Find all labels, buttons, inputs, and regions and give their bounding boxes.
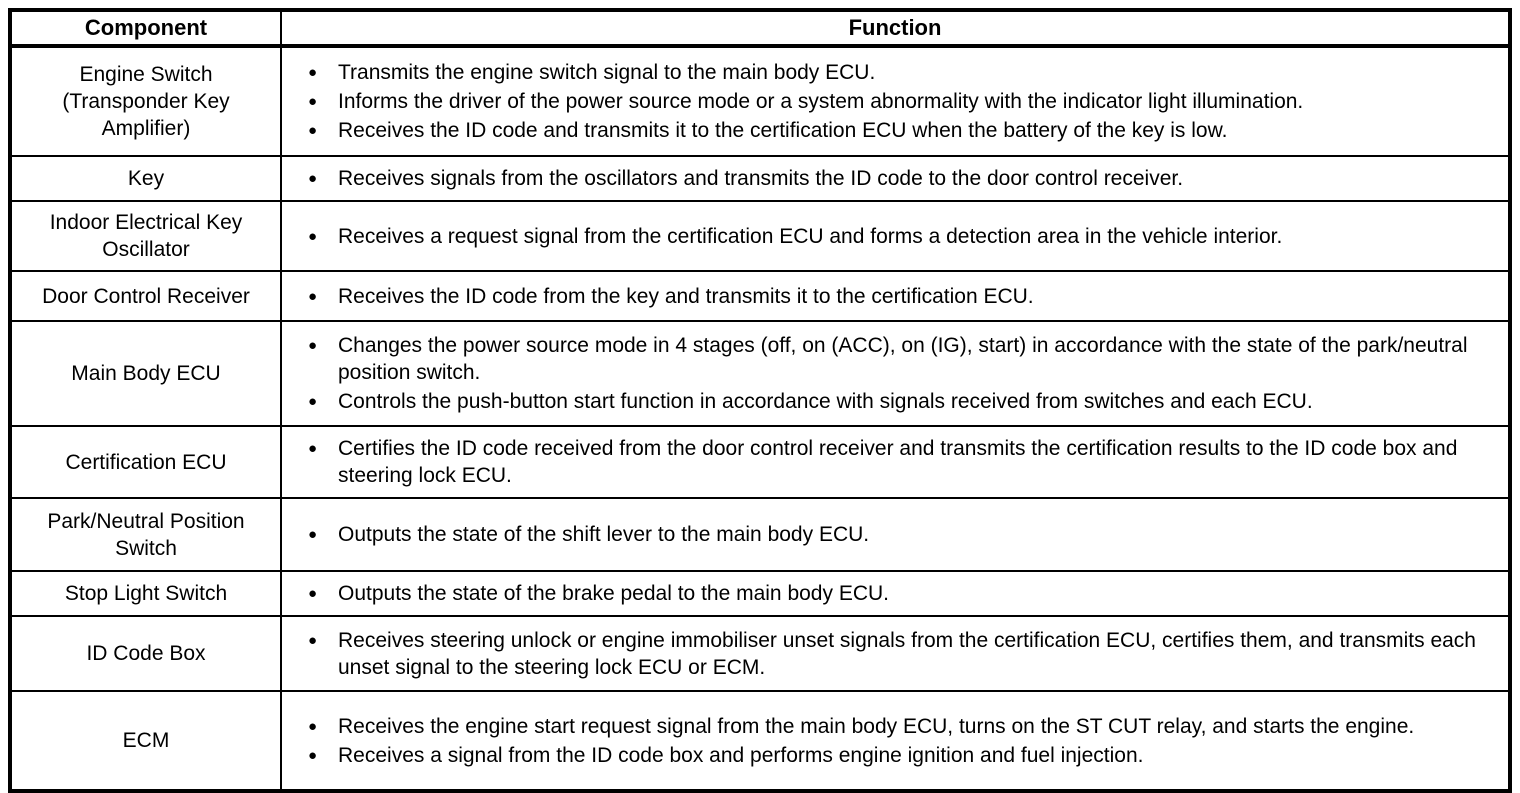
- component-cell: Main Body ECU: [9, 320, 282, 427]
- function-item: ● Receives signals from the oscillators a…: [308, 165, 1500, 192]
- function-cell: ● Receives signals from the oscillators a…: [280, 155, 1511, 202]
- function-text: Controls the push-button start function …: [338, 390, 1313, 413]
- component-cell: ECM: [9, 690, 282, 792]
- function-text: Receives signals from the oscillators an…: [338, 167, 1184, 190]
- component-cell: Indoor Electrical Key Oscillator: [9, 200, 282, 272]
- function-cell: ● Receives a request signal from the cert…: [280, 200, 1511, 272]
- function-item: ● Outputs the state of the brake pedal to…: [308, 580, 1500, 607]
- function-item: ● Changes the power source mode in 4 stag…: [308, 332, 1500, 386]
- column-header-component: Component: [9, 9, 282, 48]
- function-text: Receives the ID code from the key and tr…: [338, 284, 1034, 308]
- bullet-icon: ●: [308, 526, 318, 543]
- bullet-icon: ●: [308, 64, 318, 81]
- table-body: Engine Switch (Transponder Key Amplifier…: [9, 45, 1511, 792]
- bullet-icon: ●: [308, 631, 318, 649]
- function-item: ● Receives a request signal from the cert…: [308, 223, 1500, 250]
- table-row: Stop Light Switch ● Outputs the state of t…: [9, 570, 1511, 617]
- table-row: Certification ECU ● Certifies the ID code …: [9, 425, 1511, 499]
- header-row: Component Function: [9, 9, 1511, 48]
- component-cell: Certification ECU: [9, 425, 282, 499]
- function-item: ● Receives the ID code from the key and t…: [308, 283, 1500, 310]
- function-text: Outputs the state of the brake pedal to …: [338, 582, 889, 605]
- function-text: Receives the ID code and transmits it to…: [338, 119, 1228, 142]
- component-cell: Key: [9, 155, 282, 202]
- function-cell: ● Receives the ID code from the key and t…: [280, 270, 1511, 322]
- table-row: Park/Neutral Position Switch ● Outputs the…: [9, 497, 1511, 572]
- bullet-icon: ●: [308, 93, 318, 110]
- table-row: ECM ● Receives the engine start request si…: [9, 690, 1511, 792]
- bullet-icon: ●: [308, 717, 318, 735]
- function-cell: ● Changes the power source mode in 4 stag…: [280, 320, 1511, 427]
- bullet-icon: ●: [308, 746, 318, 764]
- function-item: ● Receives a signal from the ID code box …: [308, 742, 1500, 769]
- bullet-icon: ●: [308, 170, 318, 187]
- component-cell: ID Code Box: [9, 615, 282, 692]
- function-text: Changes the power source mode in 4 stage…: [338, 334, 1468, 384]
- function-item: ● Outputs the state of the shift lever to…: [308, 521, 1500, 548]
- bullet-icon: ●: [308, 287, 318, 305]
- table-row: Key ● Receives signals from the oscillator…: [9, 155, 1511, 202]
- function-cell: ● Receives steering unlock or engine immo…: [280, 615, 1511, 692]
- component-cell: Stop Light Switch: [9, 570, 282, 617]
- function-cell: ● Certifies the ID code received from the…: [280, 425, 1511, 499]
- component-cell: Park/Neutral Position Switch: [9, 497, 282, 572]
- function-item: ● Controls the push-button start function…: [308, 388, 1500, 415]
- bullet-icon: ●: [308, 393, 318, 410]
- function-text: Informs the driver of the power source m…: [338, 90, 1304, 113]
- function-text: Receives a signal from the ID code box a…: [338, 743, 1144, 767]
- function-item: ● Transmits the engine switch signal to t…: [308, 59, 1500, 86]
- function-text: Certifies the ID code received from the …: [338, 437, 1458, 487]
- function-text: Outputs the state of the shift lever to …: [338, 523, 870, 546]
- function-cell: ● Transmits the engine switch signal to t…: [280, 45, 1511, 157]
- function-text: Receives the engine start request signal…: [338, 714, 1415, 738]
- function-text: Transmits the engine switch signal to th…: [338, 61, 876, 84]
- table-row: Main Body ECU ● Changes the power source m…: [9, 320, 1511, 427]
- component-function-table: Component Function Engine Switch (Transp…: [8, 8, 1512, 793]
- function-cell: ● Outputs the state of the shift lever to…: [280, 497, 1511, 572]
- column-header-function: Function: [280, 9, 1511, 48]
- function-item: ● Receives steering unlock or engine immo…: [308, 627, 1500, 681]
- table-row: ID Code Box ● Receives steering unlock or …: [9, 615, 1511, 692]
- component-cell: Door Control Receiver: [9, 270, 282, 322]
- table-header: Component Function: [9, 9, 1511, 48]
- bullet-icon: ●: [308, 227, 318, 245]
- bullet-icon: ●: [308, 337, 318, 354]
- function-cell: ● Outputs the state of the brake pedal to…: [280, 570, 1511, 617]
- function-item: ● Certifies the ID code received from the…: [308, 435, 1500, 489]
- function-item: ● Receives the engine start request signa…: [308, 713, 1500, 740]
- function-item: ● Informs the driver of the power source …: [308, 88, 1500, 115]
- bullet-icon: ●: [308, 585, 318, 602]
- bullet-icon: ●: [308, 122, 318, 139]
- function-text: Receives steering unlock or engine immob…: [338, 628, 1476, 679]
- function-text: Receives a request signal from the certi…: [338, 224, 1283, 248]
- function-cell: ● Receives the engine start request signa…: [280, 690, 1511, 792]
- component-cell: Engine Switch (Transponder Key Amplifier…: [9, 45, 282, 157]
- table-row: Engine Switch (Transponder Key Amplifier…: [9, 45, 1511, 157]
- table-row: Door Control Receiver ● Receives the ID co…: [9, 270, 1511, 322]
- bullet-icon: ●: [308, 440, 318, 457]
- table-row: Indoor Electrical Key Oscillator ● Receive…: [9, 200, 1511, 272]
- function-item: ● Receives the ID code and transmits it t…: [308, 117, 1500, 144]
